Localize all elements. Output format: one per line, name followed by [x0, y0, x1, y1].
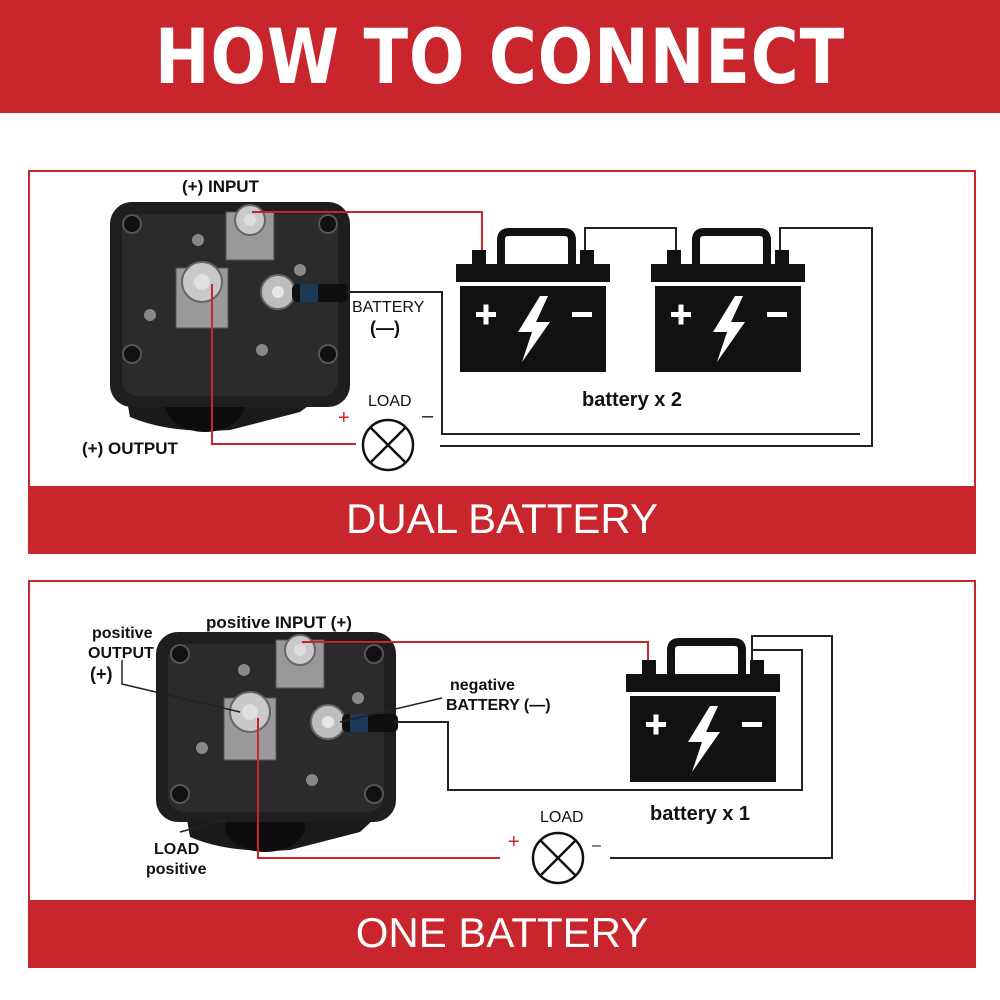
- one-battery-title: ONE BATTERY: [355, 909, 649, 956]
- dual-battery-panel: (+) INPUT (+) OUTPUT BATTERY (—) LOAD + …: [28, 170, 976, 554]
- output-label-line1: positive: [92, 625, 153, 642]
- battery-negative-label: BATTERY: [352, 299, 425, 316]
- negative-label-line2: BATTERY (—): [446, 697, 551, 714]
- one-battery-banner: ONE BATTERY: [30, 900, 974, 966]
- load-lamp-icon: [361, 418, 415, 472]
- battery-caption: battery x 2: [582, 389, 682, 411]
- page-title: HOW TO CONNECT: [154, 12, 846, 101]
- load-label: LOAD: [540, 809, 584, 826]
- negative-label-line1: negative: [450, 677, 515, 694]
- dual-battery-banner: DUAL BATTERY: [30, 486, 974, 552]
- dual-battery-title: DUAL BATTERY: [346, 495, 658, 542]
- load-minus-sign: –: [422, 405, 434, 427]
- battery-icon: [456, 232, 610, 372]
- battery-icon: [626, 642, 780, 782]
- dual-battery-diagram: (+) INPUT (+) OUTPUT BATTERY (—) LOAD + …: [82, 177, 873, 472]
- input-label: (+) INPUT: [182, 177, 260, 196]
- one-battery-panel: positive INPUT (+) positive OUTPUT (+) n…: [28, 580, 976, 968]
- battery-negative-sign: (—): [370, 318, 400, 338]
- load-positive-line1: LOAD: [154, 841, 199, 858]
- switch-icon: [156, 632, 398, 852]
- output-label-line3: (+): [90, 664, 113, 684]
- header: HOW TO CONNECT: [0, 0, 1000, 113]
- load-positive-line2: positive: [146, 861, 207, 878]
- switch-icon: [110, 202, 350, 432]
- output-label: (+) OUTPUT: [82, 439, 178, 458]
- battery-caption: battery x 1: [650, 803, 750, 825]
- load-lamp-icon: [531, 831, 585, 885]
- load-plus-sign: +: [508, 831, 520, 853]
- battery-icon: [651, 232, 805, 372]
- input-label: positive INPUT (+): [206, 613, 352, 632]
- one-battery-diagram: positive INPUT (+) positive OUTPUT (+) n…: [88, 613, 833, 885]
- output-label-line2: OUTPUT: [88, 645, 154, 662]
- load-plus-sign: +: [338, 407, 350, 429]
- load-label: LOAD: [368, 393, 412, 410]
- load-minus-sign: –: [592, 837, 601, 854]
